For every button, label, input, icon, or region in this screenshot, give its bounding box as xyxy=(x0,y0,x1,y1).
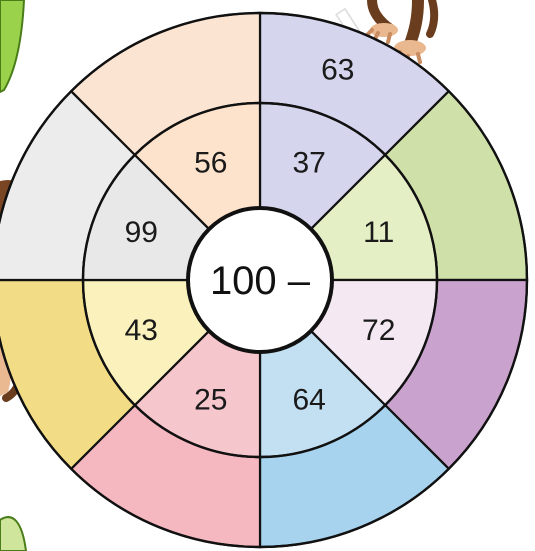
inner-sector-number: 25 xyxy=(194,384,227,417)
leaf-top-left-icon xyxy=(0,0,24,92)
inner-sector-number: 37 xyxy=(292,146,325,179)
inner-sector-number: 43 xyxy=(125,314,158,347)
leaf-bottom-left-icon xyxy=(0,517,26,551)
inner-sector-number: 64 xyxy=(292,384,325,417)
inner-sector-number: 72 xyxy=(362,314,395,347)
number-wheel: 37 11 72 64 25 43 99 56 63 100 – xyxy=(0,13,527,547)
center-label: 100 – xyxy=(210,259,311,303)
inner-sector-number: 99 xyxy=(125,216,158,249)
inner-sector-number: 56 xyxy=(194,146,227,179)
inner-sector-number: 11 xyxy=(363,216,394,249)
outer-sector-number: 63 xyxy=(321,54,354,87)
